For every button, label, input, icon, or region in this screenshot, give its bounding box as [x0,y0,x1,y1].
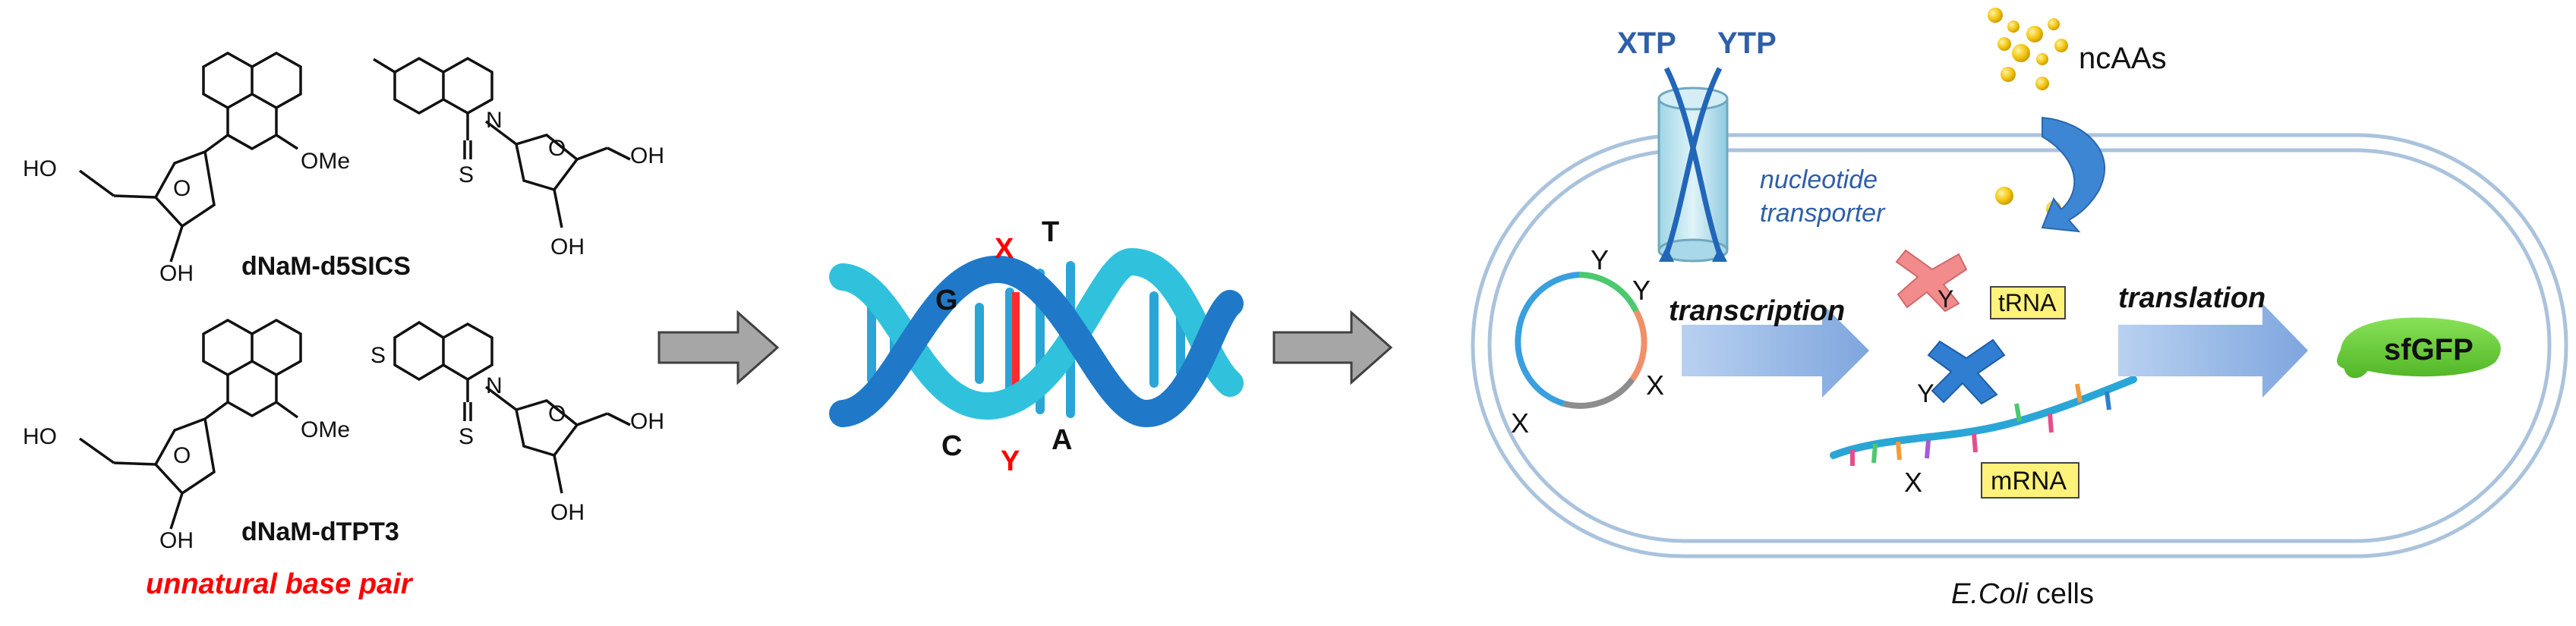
bond [227,108,278,151]
sfgfp-label: sfGFP [2384,333,2474,366]
base-pair-caption: unnatural base pair [146,568,414,600]
sfgfp-protein-icon [2332,313,2505,383]
arrow-right-1 [657,310,780,385]
deoxyribose-left-2 [153,417,216,495]
ring-oxygen-label: O [173,443,191,468]
ncaa-particles [1988,8,2068,216]
cell-caption: E.Coli cells [1951,578,2094,610]
dna-base-c: C [941,430,962,462]
molecule-pair-2 [78,318,631,530]
nitrogen-label: N [486,108,503,133]
ring-oxygen-label: O [173,176,191,201]
hydroxyl-label: OH [159,261,194,286]
sulfur-label: S [370,343,386,368]
thiolactam-ring-1 [393,56,493,115]
trna2-y-mark: Y [1917,379,1934,408]
translation-label: translation [2118,282,2265,314]
plasmid-circle [1515,272,1647,409]
mrna-label-box [1981,462,2079,499]
cell-caption-italic: E.Coli [1951,578,2029,610]
deoxyribose-right-2 [514,399,579,458]
ncaa-uptake-arrow [2041,116,2106,233]
methoxy-label: OMe [301,417,350,442]
ecoli-cell-membrane [1471,133,2568,558]
thienopyridine-ring-2 [393,320,493,382]
transporter-caption-line1: nucleotide [1760,165,1878,194]
mrna-label: mRNA [1991,467,2067,495]
trna-pink-icon [1895,249,1968,313]
cell-caption-rest: cells [2028,578,2094,610]
molecule-pair-1 [78,51,631,263]
trna-y-mark: Y [1938,285,1953,313]
xtp-label: XTP [1617,27,1676,60]
naphthalene-ring-1 [202,51,302,110]
mrna-strand [1830,376,2137,466]
translation-arrow [2118,304,2308,398]
plasmid-mark-y2: Y [1632,275,1651,306]
sulfur-label: S [459,424,474,449]
nucleotide-transporter [1657,67,1729,263]
plasmid-mark-x2: X [1511,407,1529,439]
transporter-caption-line2: transporter [1760,199,1886,228]
trna-label: tRNA [1998,289,2057,316]
molecule-name-2: dNaM-dTPT3 [241,517,399,546]
naphthalene-ring-2 [202,318,302,377]
hydroxyl-label: HO [23,424,57,449]
arrow-right-2 [1272,310,1393,385]
plasmid-mark-x1: X [1646,370,1664,401]
dna-base-a: A [1052,424,1072,456]
hydroxyl-label: OH [550,234,585,260]
dna-base-y: Y [1001,445,1020,477]
dna-strand-dark [829,256,1244,428]
transcription-arrow [1682,304,1869,398]
nitrogen-label: N [486,373,503,398]
hydroxyl-label: OH [630,409,664,434]
hydroxyl-label: HO [23,156,57,181]
dna-base-g: G [935,285,958,316]
ytp-label: YTP [1717,27,1777,60]
dna-base-x: X [995,233,1014,265]
ncaa-label: ncAAs [2079,42,2167,75]
plasmid-mark-y1: Y [1591,244,1609,275]
deoxyribose-left-1 [153,149,216,228]
hydroxyl-label: OH [630,143,664,168]
dna-base-t: T [1042,216,1059,248]
hydroxyl-label: OH [550,500,585,525]
molecule-name-1: dNaM-d5SICS [241,252,411,281]
trna-label-box [1990,286,2066,319]
mrna-x-mark: X [1904,467,1922,498]
methoxy-label: OMe [301,149,350,174]
sulfur-label: S [459,162,474,187]
transcription-label: transcription [1669,295,1845,327]
dna-double-helix [829,247,1244,428]
hydroxyl-label: OH [159,528,194,553]
deoxyribose-right-1 [514,134,579,192]
ring-oxygen-label: O [548,136,566,161]
ring-oxygen-label: O [548,401,566,426]
trna-blue-icon [1927,338,2006,405]
